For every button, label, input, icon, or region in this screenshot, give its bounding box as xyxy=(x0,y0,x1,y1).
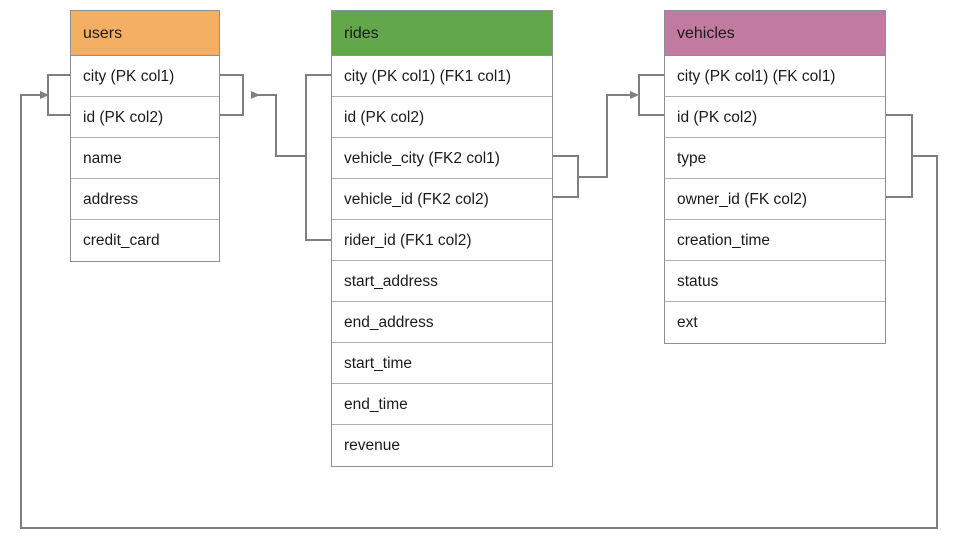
table-row[interactable]: owner_id (FK col2) xyxy=(665,179,885,220)
table-row[interactable]: vehicle_id (FK2 col2) xyxy=(332,179,552,220)
table-row[interactable]: vehicle_city (FK2 col1) xyxy=(332,138,552,179)
entity-table-users[interactable]: users city (PK col1) id (PK col2) name a… xyxy=(70,10,220,262)
connector-rides-right-bracket xyxy=(553,155,579,198)
connector-rides-fk1-to-users xyxy=(251,91,306,157)
table-row[interactable]: start_time xyxy=(332,343,552,384)
table-row[interactable]: name xyxy=(71,138,219,179)
table-row[interactable]: start_address xyxy=(332,261,552,302)
connector-rides-fk2-to-vehicles xyxy=(578,91,639,178)
connector-rides-left-bracket xyxy=(305,74,331,241)
connector-users-left-bracket xyxy=(47,74,70,116)
entity-table-rides[interactable]: rides city (PK col1) (FK1 col1) id (PK c… xyxy=(331,10,553,467)
table-row[interactable]: city (PK col1) xyxy=(71,56,219,97)
connector-vehicles-left-bracket xyxy=(638,74,664,116)
table-row[interactable]: status xyxy=(665,261,885,302)
table-row[interactable]: end_time xyxy=(332,384,552,425)
entity-table-vehicles[interactable]: vehicles city (PK col1) (FK col1) id (PK… xyxy=(664,10,886,344)
connector-vehicles-right-bracket xyxy=(886,114,913,198)
table-row[interactable]: end_address xyxy=(332,302,552,343)
table-row[interactable]: address xyxy=(71,179,219,220)
table-row[interactable]: id (PK col2) xyxy=(332,97,552,138)
connector-users-right-bracket xyxy=(220,74,244,116)
table-row[interactable]: city (PK col1) (FK col1) xyxy=(665,56,885,97)
table-header-users: users xyxy=(71,11,219,56)
table-row[interactable]: id (PK col2) xyxy=(665,97,885,138)
table-row[interactable]: type xyxy=(665,138,885,179)
table-header-vehicles: vehicles xyxy=(665,11,885,56)
table-row[interactable]: id (PK col2) xyxy=(71,97,219,138)
table-row[interactable]: rider_id (FK1 col2) xyxy=(332,220,552,261)
table-row[interactable]: credit_card xyxy=(83,232,160,249)
table-row[interactable]: revenue xyxy=(344,437,401,454)
table-row[interactable]: ext xyxy=(677,314,698,331)
table-header-rides: rides xyxy=(332,11,552,56)
table-row[interactable]: city (PK col1) (FK1 col1) xyxy=(332,56,552,97)
table-row[interactable]: creation_time xyxy=(665,220,885,261)
